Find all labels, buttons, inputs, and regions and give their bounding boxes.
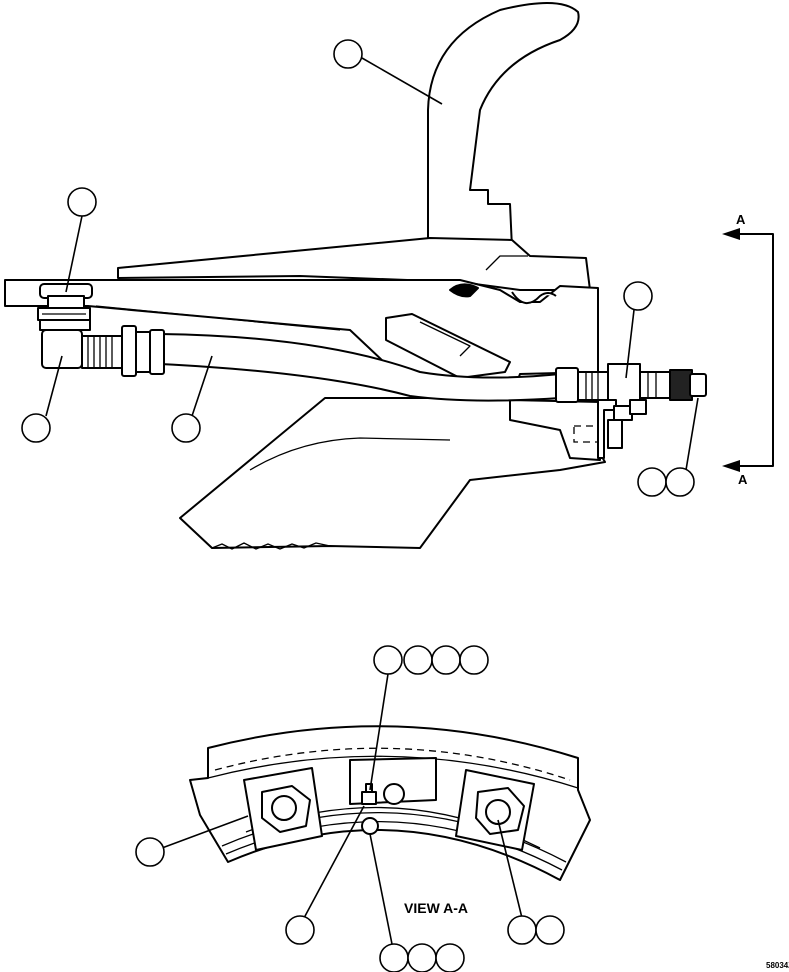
leader-tube [191, 355, 213, 417]
callout-bubble-handle [333, 39, 363, 69]
section-label-bottom: A [738, 472, 748, 487]
leader-end-nut [685, 397, 699, 471]
leader-bottom-group [369, 833, 393, 945]
view-label: VIEW A-A [404, 900, 468, 916]
drawing-number: 58034Z [766, 961, 789, 970]
upper-plate-notch [485, 255, 528, 271]
strut-break-line [211, 542, 331, 550]
callout-bubble-bottom-group-2 [407, 943, 437, 972]
left-tube-fitting [81, 325, 165, 377]
callout-bubble-top-group-1 [373, 645, 403, 675]
bracket-web [385, 313, 511, 379]
bracket-web-inner [419, 321, 471, 357]
callout-bubble-end-nut-1 [637, 467, 667, 497]
callout-bubble-right-pad-1 [507, 915, 537, 945]
leader-top-group [369, 673, 389, 791]
leader-upper-left [65, 215, 83, 293]
callout-bubble-bottom-left [285, 915, 315, 945]
leader-lower-left [45, 355, 63, 417]
bracket-inner-line [95, 305, 341, 331]
dark-wedge [449, 283, 479, 298]
center-hole [383, 783, 405, 805]
bracket-slot [511, 291, 557, 304]
callout-bubble-top-group-4 [459, 645, 489, 675]
callout-bubble-upper-left [67, 187, 97, 217]
ring-upper-edge [207, 755, 579, 789]
callout-bubble-top-group-3 [431, 645, 461, 675]
strut-inner-contour [249, 437, 451, 471]
leader-right-pad [497, 819, 523, 919]
right-mount-pad [455, 769, 535, 851]
view-a-a: VIEW A-A [189, 725, 591, 916]
callout-bubble-lower-left [21, 413, 51, 443]
callout-bubble-top-group-2 [403, 645, 433, 675]
left-mount-pad [243, 767, 323, 851]
leader-right-fitting [625, 309, 635, 379]
leader-bottom-left [303, 805, 365, 919]
side-view: A A [4, 2, 774, 550]
callout-bubble-end-nut-2 [665, 467, 695, 497]
ring-hidden-edge [214, 747, 571, 781]
tube-clamp [597, 399, 647, 459]
leader-handle [361, 57, 443, 105]
callout-bubble-right-pad-2 [535, 915, 565, 945]
callout-bubble-tube [171, 413, 201, 443]
leader-left-pad [161, 815, 249, 849]
callout-bubble-right-fitting [623, 281, 653, 311]
section-line: A A [722, 212, 774, 487]
callout-bubble-left-pad [135, 837, 165, 867]
section-label-top: A [736, 212, 746, 227]
handle [427, 2, 580, 251]
callout-bubble-bottom-group-3 [435, 943, 465, 972]
callout-bubble-bottom-group-1 [379, 943, 409, 972]
hidden-bolt [573, 425, 599, 443]
callouts [21, 39, 699, 972]
